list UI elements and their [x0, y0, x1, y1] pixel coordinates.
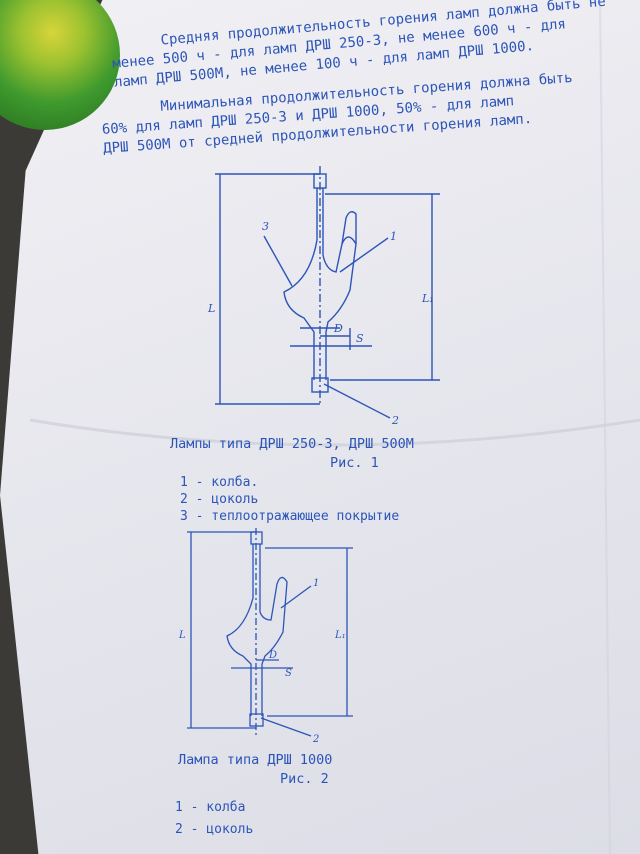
figure-2-caption: Лампа типа ДРШ 1000	[178, 752, 333, 768]
legend-item: 2 - цоколь	[175, 822, 254, 837]
dimension-lines-fig1	[215, 173, 440, 419]
legend-item: 1 - колба	[175, 800, 246, 815]
dim-L: L	[178, 630, 186, 641]
dim-S: S	[285, 668, 292, 679]
figure-2-legend: 1 - колба 2 - цоколь	[175, 797, 253, 841]
legend-item: 3 - теплоотражающее покрытие	[180, 509, 400, 524]
lamp-2-outline	[226, 528, 288, 736]
figure-1-caption: Лампы типа ДРШ 250-3, ДРШ 500М	[170, 436, 414, 452]
figure-2-lamp-drawing: L L₁ D S 1 2	[178, 528, 353, 745]
dim-L1: L₁	[334, 630, 346, 641]
callout-2: 2	[391, 414, 399, 427]
dim-L1: L₁	[421, 292, 434, 305]
dim-D: D	[333, 322, 343, 335]
lamp-1-outline	[283, 166, 357, 405]
callout-1: 1	[313, 578, 319, 589]
figure-1-number: Рис. 1	[330, 455, 379, 471]
dim-D: D	[268, 650, 277, 661]
callout-2: 2	[312, 734, 319, 745]
figure-2-number: Рис. 2	[280, 771, 329, 787]
legend-item: 2 - цоколь	[180, 492, 259, 507]
legend-item: 1 - колба.	[180, 475, 259, 490]
figure-1-lamp-drawing: L L₁ D S 1 2 3	[207, 166, 440, 427]
callout-1: 1	[390, 230, 397, 243]
callout-3: 3	[262, 220, 269, 233]
dimension-lines-fig2	[187, 531, 353, 737]
figure-1-legend: 1 - колба. 2 - цоколь 3 - теплоотражающе…	[180, 474, 399, 525]
dim-L: L	[207, 302, 215, 315]
dim-S: S	[356, 332, 364, 345]
